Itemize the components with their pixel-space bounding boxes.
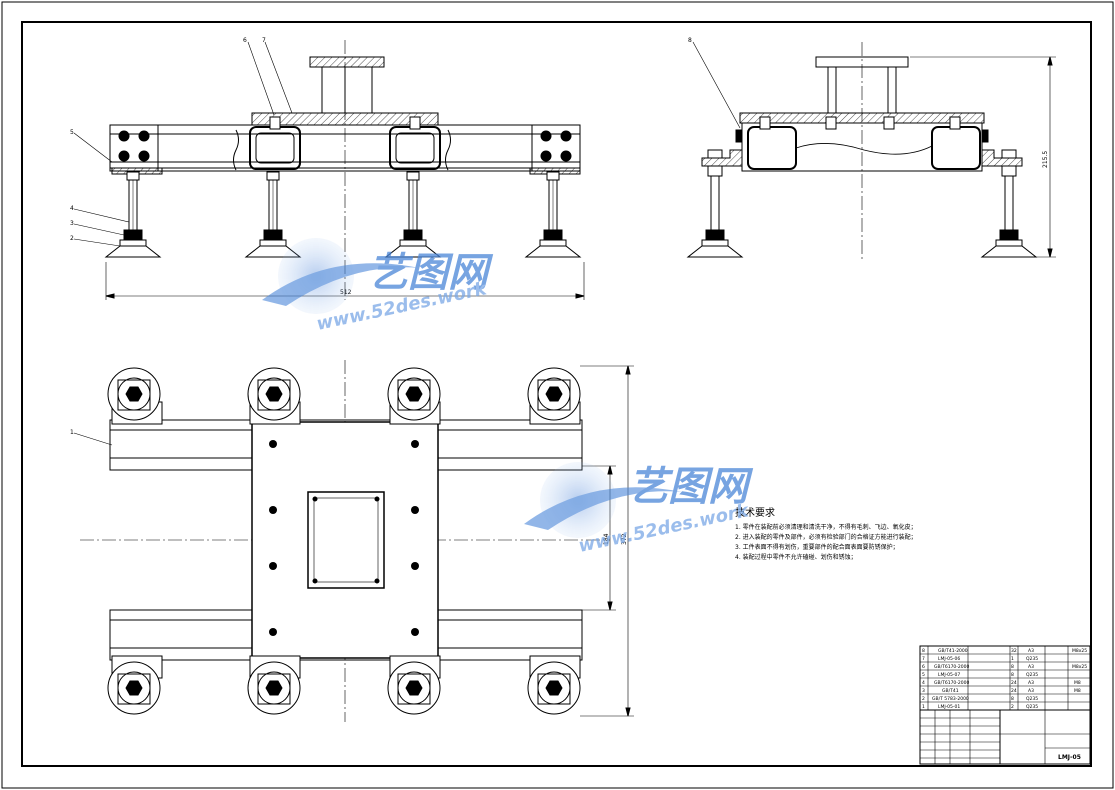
part-code: GB/T41-2000	[938, 648, 968, 654]
leader-label-2: 2	[70, 235, 74, 242]
top-flange	[309, 56, 385, 68]
inner-frame	[21, 21, 1092, 767]
leader-label-3: 3	[70, 220, 74, 227]
leader-label-5: 5	[70, 129, 74, 136]
part-material: Q235	[1026, 696, 1038, 702]
side-top-flange	[815, 56, 909, 68]
side-suction-cup-right	[980, 149, 1038, 258]
side-tube-left	[747, 126, 797, 170]
center-flange	[307, 491, 385, 589]
end-block-left	[109, 124, 159, 172]
suction-cup-4	[524, 171, 582, 258]
tech-req-item-4: 4. 装配过程中零件不允许磕碰、划伤和锈蚀；	[735, 553, 857, 561]
tech-req-title: 技术要求	[735, 506, 775, 519]
part-code: GB/T 5783-2000	[932, 696, 969, 702]
plan-cup-1	[107, 367, 163, 425]
part-code: LMJ-05-01	[938, 704, 960, 710]
part-code: LMJ-05-06	[938, 656, 960, 662]
part-note: M8x25	[1072, 664, 1087, 670]
leader-label-4: 4	[70, 205, 74, 212]
part-note: M8x25	[1072, 648, 1087, 654]
leader-label-8: 8	[688, 37, 692, 44]
title-block	[919, 645, 1091, 765]
plan-cup-7	[387, 655, 441, 715]
tech-req-item-3: 3. 工件表面不得有划伤，重要部件的配合面表面要防锈保护；	[735, 543, 899, 551]
dim-side-height: 215.5	[1042, 151, 1049, 168]
part-note: M8	[1074, 680, 1081, 686]
leader-label-6: 6	[243, 37, 247, 44]
part-no: 5	[922, 672, 925, 678]
part-code: LMJ-05-07	[938, 672, 960, 678]
side-view	[686, 41, 1056, 262]
part-no: 3	[922, 688, 925, 694]
drawing-number: LMJ-05	[1058, 754, 1081, 761]
front-view	[73, 40, 585, 300]
suction-cup-2	[244, 171, 302, 258]
part-material: A3	[1028, 688, 1034, 694]
part-qty: 8	[1011, 696, 1014, 702]
tech-req-item-1: 1. 零件在装配前必须清理和清洗干净，不得有毛刺、飞边、氧化皮；	[735, 523, 917, 531]
part-qty: 1	[1011, 656, 1014, 662]
part-no: 6	[922, 664, 925, 670]
plan-view	[73, 360, 634, 722]
end-block-right	[531, 124, 581, 172]
part-code: GB/T6170-2000	[934, 664, 970, 670]
plan-cup-4	[527, 367, 581, 425]
dim-plan-outer: 372	[621, 533, 628, 545]
part-code: GB/T41	[942, 688, 959, 694]
part-material: Q235	[1026, 704, 1038, 710]
part-material: A3	[1028, 648, 1034, 654]
tech-req-item-2: 2. 进入装配的零件及部件，必须有检验部门的合格证方能进行装配；	[735, 533, 917, 541]
part-no: 4	[922, 680, 925, 686]
leader-label-1: 1	[70, 429, 74, 436]
part-material: A3	[1028, 680, 1034, 686]
part-no: 2	[922, 696, 925, 702]
plan-cup-5	[107, 655, 163, 715]
suction-cup-3	[384, 171, 442, 258]
plan-cup-2	[247, 367, 301, 425]
base-plate	[251, 421, 439, 659]
leader-label-7: 7	[262, 37, 266, 44]
part-no: 8	[922, 648, 925, 654]
watermark-brand: 艺图网	[628, 464, 754, 510]
part-qty: 8	[1011, 672, 1014, 678]
top-column	[321, 66, 373, 114]
side-suction-cup-left	[686, 149, 744, 258]
plan-cup-6	[247, 655, 301, 715]
part-no: 1	[922, 704, 925, 710]
part-material: Q235	[1026, 672, 1038, 678]
dim-plan-inner: 184	[603, 533, 610, 545]
part-code: GB/T6170-2000	[934, 680, 970, 686]
plan-cup-3	[387, 367, 441, 425]
part-qty: 24	[1011, 680, 1017, 686]
side-tube-right	[931, 126, 981, 170]
parts-list: 8 GB/T41-2000 32 A3 M8x25 7 LMJ-05-06 1 …	[922, 648, 1087, 710]
part-material: A3	[1028, 664, 1034, 670]
plan-cup-8	[527, 655, 581, 715]
part-qty: 24	[1011, 688, 1017, 694]
watermark-1: 艺图网 www.52des.work	[262, 238, 494, 335]
watermark-brand: 艺图网	[368, 250, 494, 296]
part-no: 7	[922, 656, 925, 662]
suction-cup-1	[104, 171, 162, 258]
watermark-2: 艺图网 www.52des.work	[524, 462, 754, 557]
part-qty: 2	[1011, 704, 1014, 710]
part-note: M8	[1074, 688, 1081, 694]
part-material: Q235	[1026, 656, 1038, 662]
watermark-globe-icon	[524, 462, 682, 538]
part-qty: 32	[1011, 648, 1017, 654]
watermark-globe-icon	[262, 238, 420, 314]
part-qty: 8	[1011, 664, 1014, 670]
